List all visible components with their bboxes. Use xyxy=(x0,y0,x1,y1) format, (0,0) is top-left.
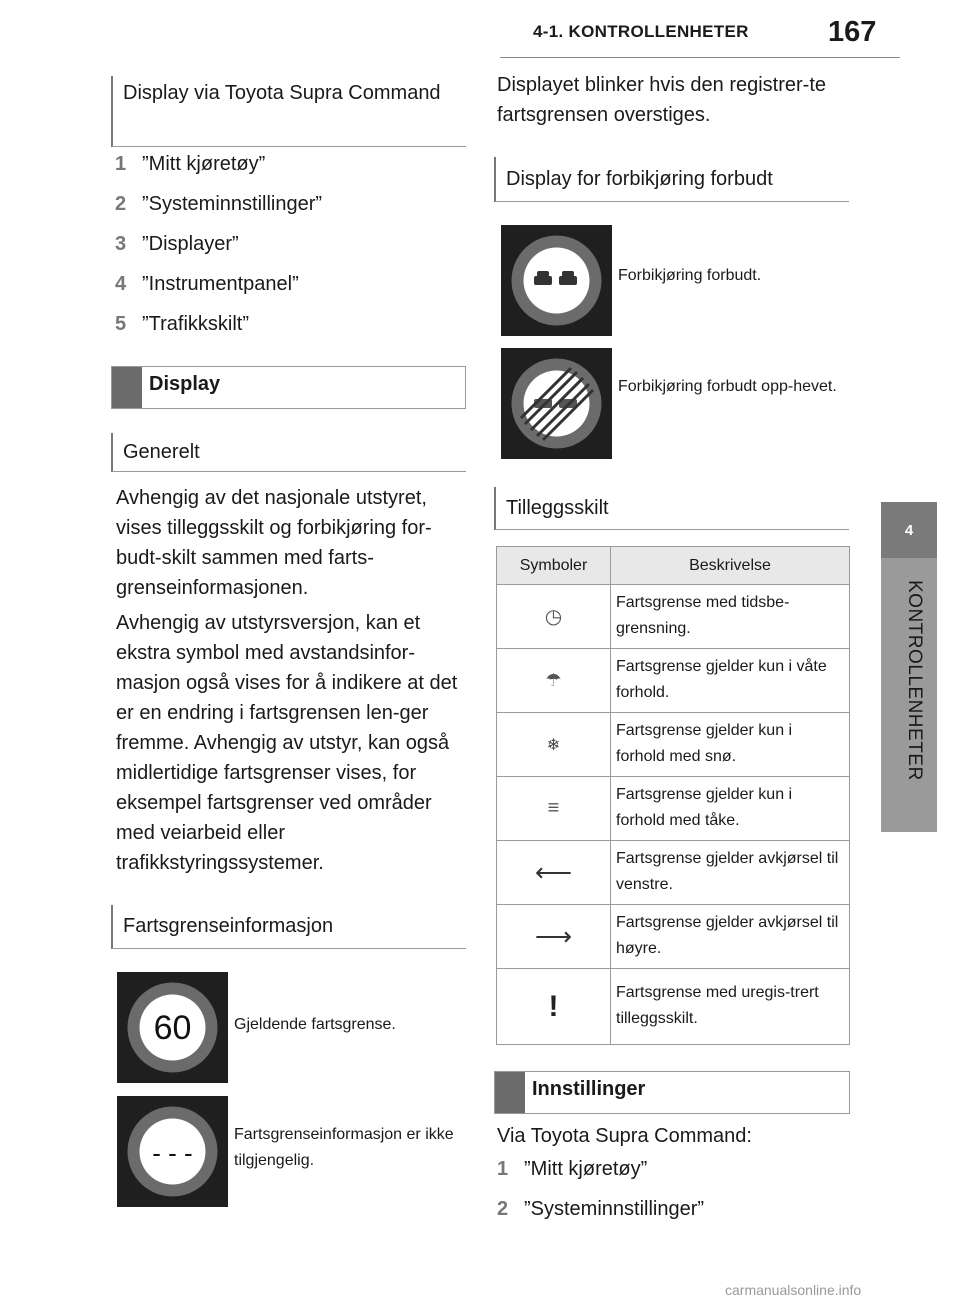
heading-display: Display xyxy=(111,366,466,409)
page-number: 167 xyxy=(828,16,877,48)
speed-limit-unavailable-image: - - - xyxy=(117,1096,228,1207)
heading-display-via: Display via Toyota Supra Command xyxy=(111,76,466,147)
snowflake-icon: ❄ xyxy=(546,736,561,754)
table-header-symbols: Symboler xyxy=(496,546,611,585)
heading-generelt: Generelt xyxy=(111,433,466,472)
caption-current-limit: Gjeldende fartsgrense. xyxy=(234,1016,396,1033)
paragraph-national-equipment: Avhengig av det nasjonale utstyret, vise… xyxy=(116,487,432,599)
section-title: 4-1. KONTROLLENHETER xyxy=(533,22,749,41)
fog-icon: ≡ xyxy=(547,797,560,819)
step-item: 2”Systeminnstillinger” xyxy=(115,193,323,215)
caption-no-overtaking-end: Forbikjøring forbudt opp-hevet. xyxy=(618,378,837,395)
chapter-number: 4 xyxy=(881,502,937,558)
heading-innstillinger: Innstillinger xyxy=(494,1071,850,1114)
exclamation-icon: ! xyxy=(548,989,559,1023)
chapter-label: KONTROLLENHETER xyxy=(904,580,925,781)
header-divider xyxy=(500,57,900,58)
speed-limit-dashes: - - - xyxy=(152,1138,192,1168)
watermark: carmanualsonline.info xyxy=(725,1282,862,1298)
step-item: 3”Displayer” xyxy=(115,233,239,255)
speed-limit-value: 60 xyxy=(154,1009,192,1047)
clock-icon: ◷ xyxy=(544,606,563,628)
arrow-left-icon: ⟵ xyxy=(534,857,573,887)
heading-tilleggsskilt: Tilleggsskilt xyxy=(494,487,849,530)
steps-list-right: 1”Mitt kjøretøy” 2”Systeminnstillinger” xyxy=(497,1158,704,1238)
additional-signs-table: Symboler Beskrivelse ◷ Fartsgrense med t… xyxy=(496,546,850,1045)
via-toyota-supra-command: Via Toyota Supra Command: xyxy=(497,1125,752,1147)
table-row: ! Fartsgrense med uregis-trert tilleggss… xyxy=(496,968,850,1045)
table-row: ≡ Fartsgrense gjelder kun i forhold med … xyxy=(496,776,850,841)
step-item: 1”Mitt kjøretøy” xyxy=(497,1158,648,1180)
no-overtaking-end-sign-image xyxy=(501,348,612,459)
table-header-description: Beskrivelse xyxy=(610,546,850,585)
table-row: ◷ Fartsgrense med tidsbe-grensning. xyxy=(496,584,850,649)
heading-forbikjoring: Display for forbikjøring forbudt xyxy=(494,157,849,202)
step-item: 2”Systeminnstillinger” xyxy=(497,1198,705,1220)
arrow-right-icon: ⟶ xyxy=(534,921,573,951)
table-row: ❄ Fartsgrense gjelder kun i forhold med … xyxy=(496,712,850,777)
step-item: 1”Mitt kjøretøy” xyxy=(115,153,266,175)
paragraph-display-flashes: Displayet blinker hvis den registrer-te … xyxy=(497,74,827,126)
step-item: 5”Trafikkskilt” xyxy=(115,313,250,335)
no-overtaking-sign-image xyxy=(501,225,612,336)
steps-list-left: 1”Mitt kjøretøy” 2”Systeminnstillinger” … xyxy=(115,153,322,353)
table-row: ⟵ Fartsgrense gjelder avkjørsel til vens… xyxy=(496,840,850,905)
caption-no-overtaking: Forbikjøring forbudt. xyxy=(618,267,762,284)
speed-limit-60-image: 60 xyxy=(117,972,228,1083)
table-row: ☂ Fartsgrense gjelder kun i våte forhold… xyxy=(496,648,850,713)
table-row: ⟶ Fartsgrense gjelder avkjørsel til høyr… xyxy=(496,904,850,969)
paragraph-equipment-version: Avhengig av utstyrsversjon, kan et ekstr… xyxy=(116,612,458,874)
rain-icon: ☂ xyxy=(545,670,562,690)
caption-limit-unavailable: Fartsgrenseinformasjon er ikke tilgjenge… xyxy=(234,1126,454,1169)
heading-fartsgrense: Fartsgrenseinformasjon xyxy=(111,905,466,949)
step-item: 4”Instrumentpanel” xyxy=(115,273,299,295)
